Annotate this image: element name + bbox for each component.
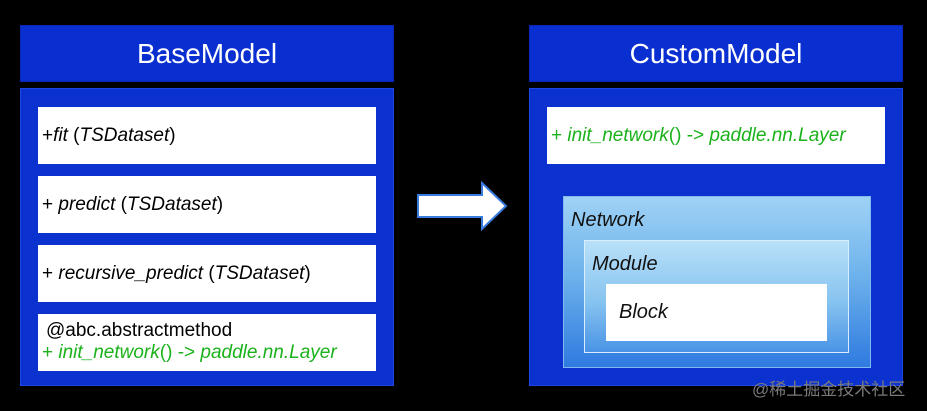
method-init-network-abstract: @abc.abstractmethod + init_network() -> … — [38, 314, 376, 371]
method-name: init_network — [567, 124, 669, 146]
module-label: Module — [592, 253, 658, 275]
method-name: init_network — [58, 342, 160, 363]
method-call: () — [668, 124, 682, 146]
block-box: Block — [606, 284, 827, 341]
method-arrow: -> — [681, 124, 710, 146]
method-arrow: -> — [172, 342, 201, 363]
method-name: predict — [58, 193, 116, 215]
method-prefix: + — [42, 193, 59, 215]
method-paren-open: ( — [67, 124, 80, 146]
method-paren-open: ( — [203, 262, 215, 284]
inheritance-arrow-icon — [417, 181, 508, 231]
block-label: Block — [619, 301, 668, 323]
base-model-title: BaseModel — [136, 37, 278, 69]
method-arg: TSDataset — [79, 124, 170, 146]
method-paren-open: ( — [115, 193, 128, 215]
custom-model-header: CustomModel — [529, 25, 903, 82]
method-fit: + fit ( TSDataset ) — [38, 107, 376, 164]
abstract-signature: + init_network() -> paddle.nn.Layer — [42, 342, 376, 364]
method-return-type: paddle.nn.Layer — [709, 124, 846, 146]
watermark: @稀土掘金技术社区 — [752, 380, 906, 399]
method-paren-close: ) — [169, 124, 176, 146]
method-return-type: paddle.nn.Layer — [200, 342, 337, 363]
method-prefix: + — [42, 262, 59, 284]
method-prefix: + — [551, 124, 568, 146]
network-label: Network — [571, 209, 645, 231]
method-paren-close: ) — [304, 262, 311, 284]
method-name: recursive_predict — [58, 262, 204, 284]
method-recursive-predict: + recursive_predict ( TSDataset ) — [38, 245, 376, 302]
base-model-header: BaseModel — [20, 25, 394, 82]
method-name: fit — [53, 124, 68, 146]
method-prefix: + — [42, 342, 59, 363]
method-arg: TSDataset — [127, 193, 217, 215]
method-paren-close: ) — [216, 193, 224, 215]
method-prefix: + — [42, 124, 54, 146]
method-predict: + predict ( TSDataset ) — [38, 176, 376, 233]
custom-model-title: CustomModel — [629, 37, 803, 69]
method-call: () — [159, 342, 173, 363]
method-init-network-override: + init_network() -> paddle.nn.Layer — [547, 107, 885, 164]
abstract-decorator: @abc.abstractmethod — [46, 320, 233, 341]
method-arg: TSDataset — [214, 262, 305, 284]
